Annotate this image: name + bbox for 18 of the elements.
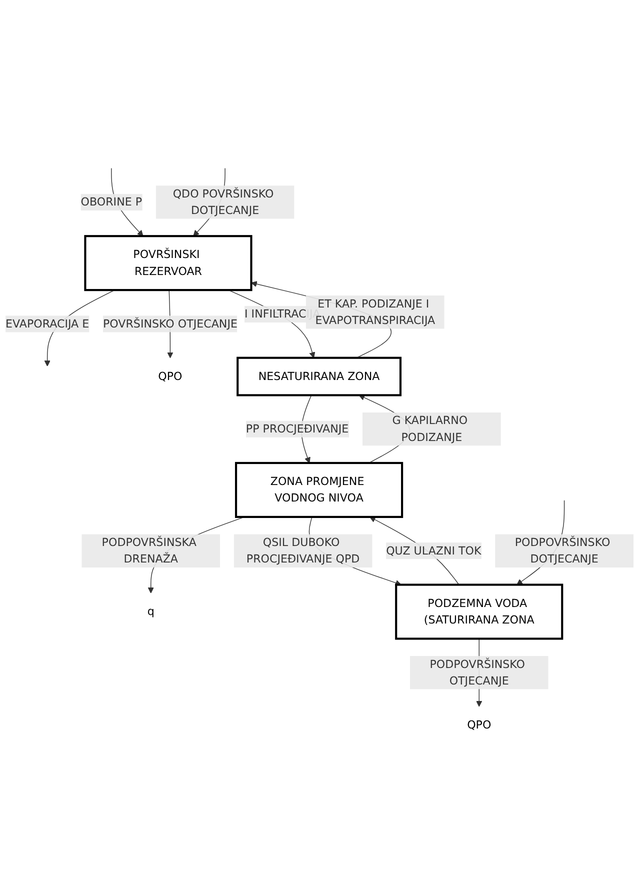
edge-label: QSIL DUBOKO PROCJEĐIVANJE QPD: [246, 535, 360, 566]
edge-label: PODPOVRŠINSKO OTJECANJE: [430, 657, 526, 687]
node-box: NESATURIRANA ZONA: [236, 356, 402, 396]
edge-label: PODPOVRŠINSKA DRENAŽA: [102, 535, 196, 566]
edge-label: PODPOVRŠINSKO DOTJECANJE: [514, 535, 610, 566]
edge-label: QUZ ULAZNI TOK: [386, 544, 482, 557]
edge-label: PP PROCJEĐIVANJE: [246, 422, 349, 436]
edge-label: OBORINE P: [80, 195, 142, 208]
node-box: PODZEMNA VODA (SATURIRANA ZONA: [395, 584, 564, 640]
edge-label: QDO POVRŠINSKO DOTJECANJE: [172, 186, 274, 217]
edge-label: G KAPILARNO PODIZANJE: [392, 414, 468, 444]
edge-label: EVAPORACIJA E: [6, 316, 90, 330]
edge-label: POVRŠINSKO OTJECANJE: [102, 316, 238, 330]
node-text: q: [147, 604, 154, 618]
node-text: QPO: [467, 718, 492, 732]
node-text: QPO: [158, 369, 182, 383]
node-box: POVRŠINSKI REZERVOAR: [84, 234, 252, 291]
node-box: ZONA PROMJENE VODNOG NIVOA: [235, 462, 404, 518]
